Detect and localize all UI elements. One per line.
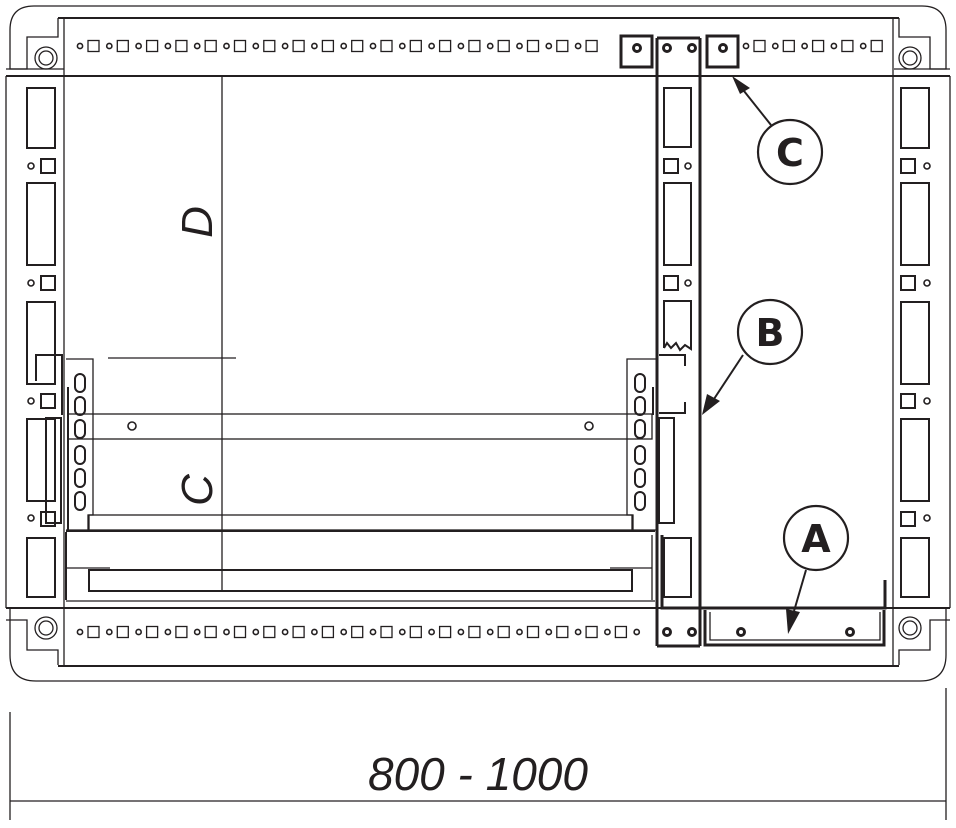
callout-b-label: B: [756, 311, 785, 355]
left-upright-slots: [26, 87, 63, 598]
top-mounting-block: [619, 34, 740, 69]
callout-c: C: [732, 76, 824, 186]
right-upright-slots: [900, 87, 931, 598]
vertical-divider-rail: [655, 36, 887, 648]
left-mounting-bracket: [66, 358, 94, 531]
dimension-d-label: D: [173, 206, 222, 238]
corner-bolt-icon: [34, 46, 922, 640]
callout-a-label: A: [801, 517, 831, 561]
overall-width-dimension: 800 - 1000: [9, 688, 947, 820]
top-rail-perforations: [76, 39, 883, 53]
bottom-mounting-bracket: [703, 610, 886, 647]
right-upright: [892, 76, 951, 608]
callout-a: A: [782, 504, 850, 634]
callout-c-label: C: [776, 131, 804, 175]
left-upright: [5, 76, 65, 608]
top-rail: [6, 17, 950, 77]
bottom-rail-perforations: [76, 625, 641, 639]
outer-frame: [6, 5, 950, 682]
horizontal-crossbar: [67, 413, 653, 440]
right-mounting-bracket: [626, 358, 656, 531]
lower-shelf: [65, 514, 655, 602]
overall-width-label: 800 - 1000: [368, 748, 588, 800]
dimension-c-label: C: [173, 473, 222, 506]
callout-b: B: [702, 298, 804, 415]
dimension-c: C: [173, 473, 222, 506]
dimension-d: D: [108, 76, 236, 590]
